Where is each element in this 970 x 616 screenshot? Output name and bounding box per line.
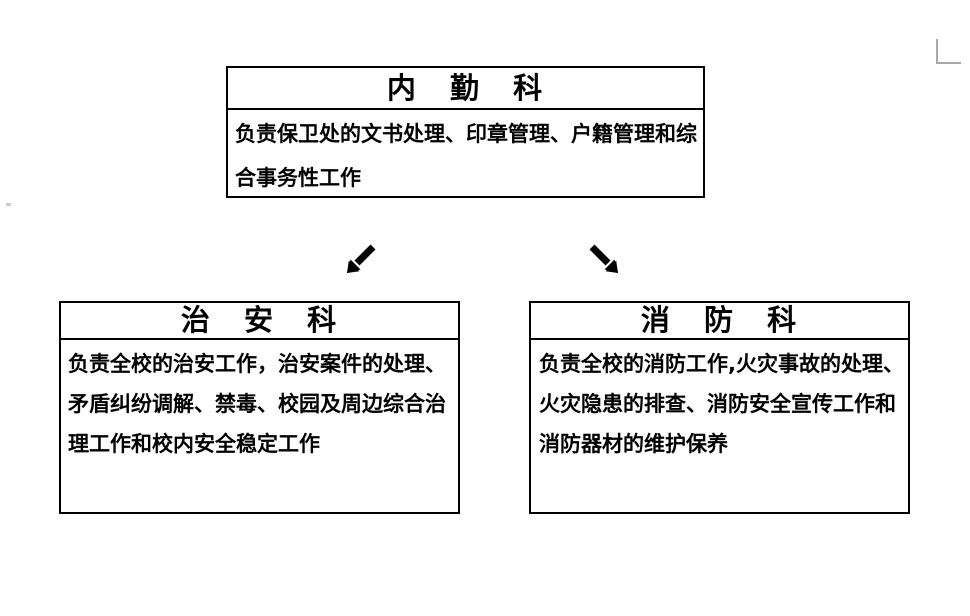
edge-artifact — [6, 203, 11, 206]
body-line: 负责全校的消防工作,火灾事故的处理、 — [539, 352, 904, 376]
box-internal-affairs: 内 勤 科 负责保卫处的文书处理、印章管理、户籍管理和综 合事务性工作 — [226, 66, 705, 198]
box-fire-safety-title: 消 防 科 — [531, 303, 908, 340]
box-internal-affairs-body: 负责保卫处的文书处理、印章管理、户籍管理和综 合事务性工作 — [228, 110, 703, 200]
body-line: 消防器材的维护保养 — [539, 432, 728, 456]
body-line: 合事务性工作 — [235, 166, 361, 190]
box-public-security: 治 安 科 负责全校的治安工作，治安案件的处理、 矛盾纠纷调解、禁毒、校园及周边… — [59, 301, 460, 514]
body-line: 火灾隐患的排查、消防安全宣传工作和 — [539, 392, 896, 416]
box-public-security-title: 治 安 科 — [61, 303, 458, 340]
box-fire-safety-body: 负责全校的消防工作,火灾事故的处理、 火灾隐患的排查、消防安全宣传工作和 消防器… — [531, 340, 908, 464]
body-line: 矛盾纠纷调解、禁毒、校园及周边综合治 — [68, 392, 446, 416]
body-line: 负责保卫处的文书处理、印章管理、户籍管理和综 — [235, 122, 697, 146]
body-line: 理工作和校内安全稳定工作 — [68, 432, 320, 456]
page-margin-corner-icon — [936, 39, 961, 64]
box-fire-safety: 消 防 科 负责全校的消防工作,火灾事故的处理、 火灾隐患的排查、消防安全宣传工… — [529, 301, 910, 514]
body-line: 负责全校的治安工作，治安案件的处理、 — [68, 352, 446, 376]
box-public-security-body: 负责全校的治安工作，治安案件的处理、 矛盾纠纷调解、禁毒、校园及周边综合治 理工… — [61, 340, 458, 464]
arrow-down-left-icon — [347, 244, 376, 273]
arrow-down-right-icon — [589, 244, 618, 273]
box-internal-affairs-title: 内 勤 科 — [228, 68, 703, 110]
